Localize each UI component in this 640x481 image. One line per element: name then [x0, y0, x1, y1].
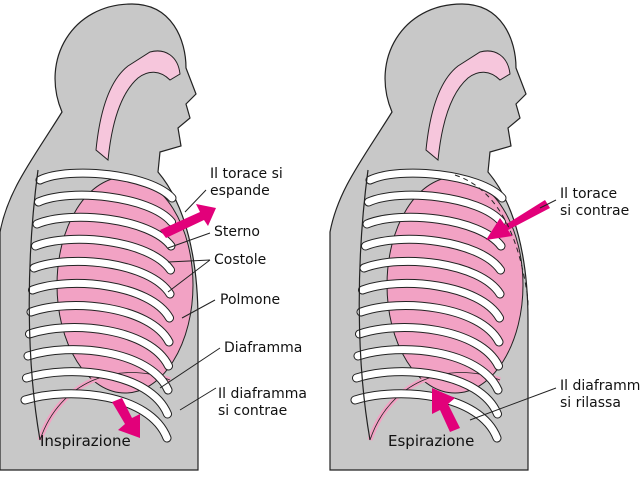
chest-expand-arrow [160, 204, 216, 238]
chest-outline-dashed [454, 174, 529, 370]
rib [24, 346, 172, 394]
rib [366, 169, 506, 202]
rib [23, 368, 171, 418]
label-lung: Polmone [220, 292, 280, 308]
diaphragm-relax-arrow [432, 388, 460, 432]
rib [362, 235, 504, 274]
rib [33, 213, 175, 250]
rib [356, 324, 502, 370]
rib [32, 235, 174, 274]
diaphragm-contract-arrow [112, 398, 140, 438]
rib [26, 324, 172, 370]
rib [21, 390, 171, 442]
rib [357, 302, 503, 346]
rib [36, 169, 176, 202]
chest-contract-arrow [486, 200, 550, 240]
label-sternum: Sterno [214, 224, 260, 240]
rib [353, 368, 501, 418]
rib [365, 191, 505, 226]
rib [30, 257, 174, 298]
caption-expiration: Espirazione [388, 432, 474, 450]
rib [27, 302, 173, 346]
ribcage-left [20, 168, 177, 443]
rib [29, 279, 173, 322]
spine [28, 169, 41, 441]
caption-inspiration: Inspirazione [40, 432, 131, 450]
rib [354, 346, 502, 394]
spine [358, 169, 371, 441]
label-ribs: Costole [214, 252, 266, 268]
rib [35, 191, 175, 226]
label-diaphragm: Diaframma [224, 340, 302, 356]
rib [359, 279, 503, 322]
rib [360, 257, 504, 298]
